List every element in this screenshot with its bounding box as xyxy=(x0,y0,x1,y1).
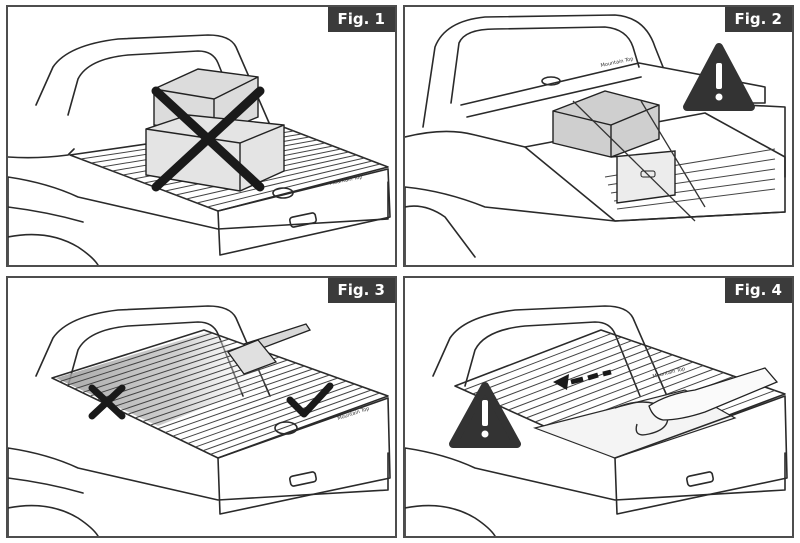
bed-side xyxy=(8,447,389,536)
cover-slat xyxy=(517,354,673,415)
open-bed-illustration: Mountain Top xyxy=(405,14,786,265)
cover-slat xyxy=(134,362,297,419)
rear-window xyxy=(464,321,641,397)
cover-slat xyxy=(142,365,305,423)
cover-slat xyxy=(172,377,338,437)
rear-window xyxy=(450,26,640,104)
truck-bed-illustration: Mountain Top xyxy=(8,34,391,265)
figure-label: Fig. 4 xyxy=(724,278,792,303)
tie-down-strap xyxy=(572,100,696,222)
cover-slat xyxy=(202,389,372,452)
figure-label: Fig. 3 xyxy=(327,278,395,303)
cab-outline xyxy=(422,14,664,128)
figure-label: Fig. 2 xyxy=(724,7,792,32)
wheel-arch xyxy=(8,504,99,536)
cover-slat xyxy=(59,332,213,383)
figure-3-panel: Mountain Top Fig. 3 xyxy=(6,276,397,538)
cover-slat xyxy=(490,343,643,403)
roll-cover xyxy=(51,329,389,459)
cover-slat xyxy=(463,333,612,391)
tailgate-handle xyxy=(289,471,317,487)
cover-slat xyxy=(472,336,622,395)
lock-icon xyxy=(274,421,298,435)
hand-icon xyxy=(648,367,779,421)
cab-outline xyxy=(35,34,271,126)
cover-slat xyxy=(82,341,238,394)
bed-side xyxy=(405,186,786,265)
wheel-arch xyxy=(405,205,476,258)
cover-slat xyxy=(74,338,230,390)
cover-slat xyxy=(196,160,373,204)
lock-icon xyxy=(272,187,294,199)
figure-2-panel: Mountain Top Fig. 2 xyxy=(403,5,794,267)
wheel-arch xyxy=(405,504,496,536)
figure-4-panel: Mountain Top Fig. 4 xyxy=(403,276,794,538)
figure-1-panel: Mountain Top Fig. 1 xyxy=(6,5,397,267)
cleaning-illustration: Mountain Top xyxy=(8,305,391,536)
check-mark-icon xyxy=(286,382,334,418)
cover-slat xyxy=(207,163,381,208)
cover-slat xyxy=(481,340,632,399)
cover-slat xyxy=(180,380,347,441)
cover-slat xyxy=(127,359,288,415)
cover-slat xyxy=(89,344,246,397)
wheel-arch xyxy=(8,233,99,265)
bed-side xyxy=(405,447,786,536)
cover-slat xyxy=(186,157,365,200)
cargo-box xyxy=(552,90,676,204)
cab-outline xyxy=(432,305,668,397)
warning-triangle-icon xyxy=(449,382,521,448)
tailgate xyxy=(614,395,788,515)
cover-slat xyxy=(543,365,704,427)
cover-slat xyxy=(66,335,221,386)
cover-slat xyxy=(165,374,330,434)
tailgate xyxy=(217,168,391,256)
tailgate-handle xyxy=(289,212,317,228)
tailgate xyxy=(217,397,391,515)
squeegee-icon xyxy=(226,323,311,375)
x-mark-icon xyxy=(88,384,126,420)
cover-slat xyxy=(508,350,663,411)
x-mark-icon xyxy=(151,86,265,192)
figure-label: Fig. 1 xyxy=(327,7,395,32)
cab-outline xyxy=(35,305,271,397)
cover-slat xyxy=(525,357,683,419)
bed-floor xyxy=(524,112,786,222)
cover-slat xyxy=(157,371,322,430)
cover-slat xyxy=(149,368,313,426)
hose-icon xyxy=(614,401,669,436)
bed-rib xyxy=(616,188,776,210)
brand-tag: Mountain Top xyxy=(600,56,634,69)
arrow-left-icon xyxy=(553,369,612,390)
brand-tag: Mountain Top xyxy=(329,174,363,187)
warning-triangle-icon xyxy=(683,43,755,111)
cover-slat xyxy=(534,361,694,423)
cover-slat xyxy=(195,386,364,448)
cover-slat xyxy=(499,347,653,407)
lock-icon xyxy=(541,76,561,86)
bed-side xyxy=(8,176,389,265)
rear-window xyxy=(67,321,244,397)
rear-window xyxy=(67,50,244,126)
tailgate-handle xyxy=(686,471,714,487)
tie-down-strap xyxy=(640,100,706,208)
closing-cover-illustration: Mountain Top xyxy=(405,305,788,536)
